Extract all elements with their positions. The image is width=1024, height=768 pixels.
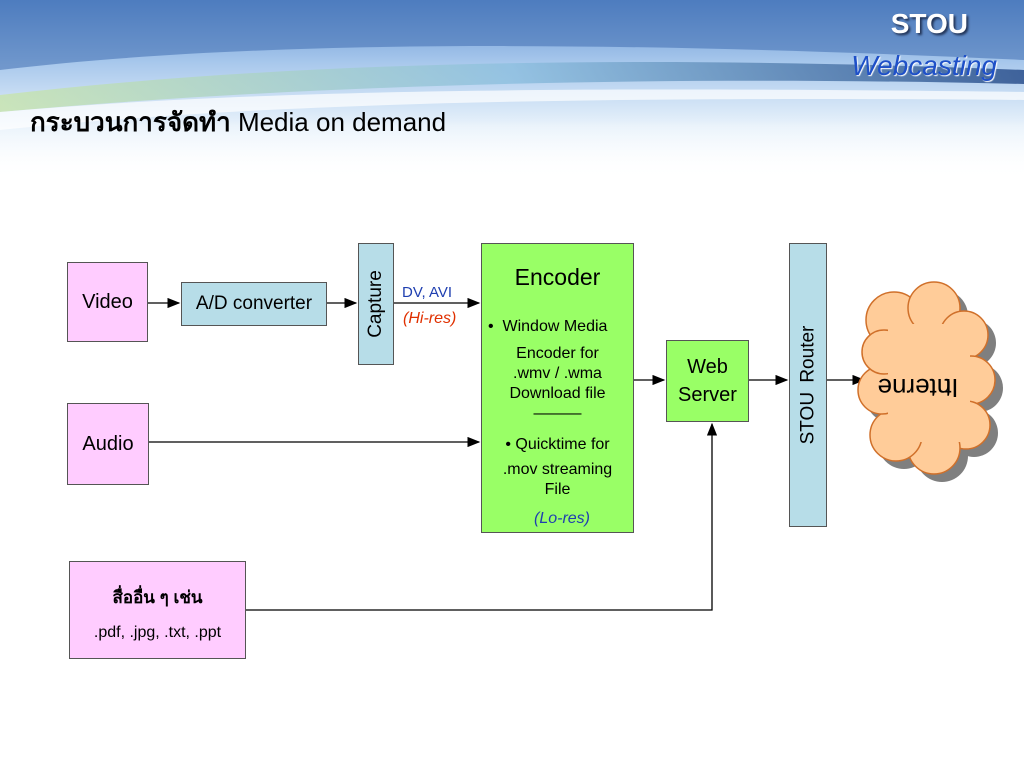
bullet-dot: • (488, 318, 494, 335)
hi-res-label: (Hi-res) (403, 310, 457, 327)
bullet-heading: Window Media (502, 318, 608, 335)
page-title-thai: กระบวนการจัดทำ (30, 107, 231, 137)
ad-converter-box: A/D converter (181, 282, 327, 326)
router-box: STOU Router (789, 243, 827, 527)
capture-label: Capture (365, 270, 387, 338)
encoder-box: Encoder • Window Media Encoder for .wmv … (481, 243, 634, 533)
encoder-quicktime-details: .mov streaming File (482, 460, 633, 500)
other-media-examples: .pdf, .jpg, .txt, .ppt (93, 624, 222, 641)
video-box: Video (67, 262, 148, 342)
brand-stou: STOU (890, 8, 968, 39)
detail-line: Download file (509, 385, 606, 402)
detail-line: Encoder for (516, 345, 599, 362)
dv-avi-label: DV, AVI (402, 284, 453, 301)
audio-box: Audio (67, 403, 149, 485)
page-title: กระบวนการจัดทำ Media on demand (30, 102, 446, 143)
encoder-windows-media-details: Encoder for .wmv / .wma Download file ——… (482, 344, 633, 424)
lo-res-label: (Lo-res) (534, 510, 591, 527)
encoder-bullet-quicktime: • Quicktime for (505, 436, 610, 453)
detail-line: File (544, 481, 571, 498)
internet-cloud-icon (857, 281, 1003, 482)
other-media-box: สื่ออื่น ๆ เช่น .pdf, .jpg, .txt, .ppt (69, 561, 246, 659)
web-server-label-line: Web (687, 356, 728, 378)
encoder-title: Encoder (514, 264, 601, 290)
router-label: STOU Router (797, 325, 818, 445)
brand-webcasting: Webcasting (851, 50, 997, 81)
detail-line: .wmv / .wma (513, 365, 602, 382)
arrow-media-to-webserver (246, 422, 718, 611)
internet-label-line: t (944, 373, 952, 403)
capture-box: Capture (358, 243, 394, 365)
web-server-label-line: Server (678, 384, 737, 406)
encoder-bullet-windows-media: • Window Media (488, 318, 607, 336)
web-server-box: Web Server (666, 340, 749, 422)
header-banner (0, 0, 1024, 180)
page-title-english: Media on demand (230, 107, 447, 137)
detail-line: .mov streaming (502, 461, 613, 478)
other-media-title: สื่ออื่น ๆ เช่น (112, 588, 203, 607)
separator-line: ——— (533, 405, 582, 422)
